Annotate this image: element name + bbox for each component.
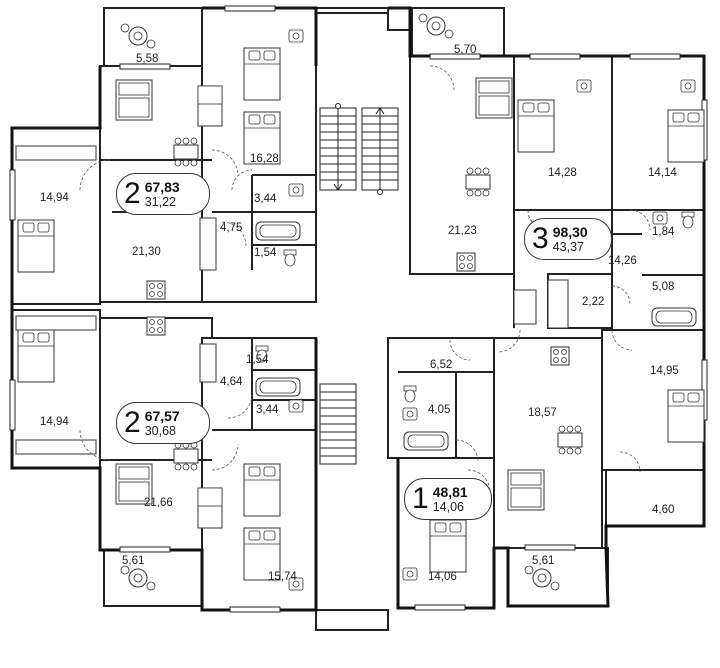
- area-bedroom-top: 16,28: [250, 153, 279, 165]
- area-balcony-top-left: 5,58: [136, 53, 159, 65]
- area-kitchen-bottom: 21,66: [144, 497, 173, 509]
- area-hall-top: 4,75: [220, 222, 243, 234]
- area-bath-top: 3,44: [254, 193, 277, 205]
- apartment-rooms: 1: [412, 482, 429, 515]
- area-bedroom-left-bottom: 14,94: [40, 416, 69, 428]
- apartment-living-area: 30,68: [144, 423, 176, 438]
- area-kitchen-apt1: 18,57: [528, 407, 557, 419]
- area-hall-bottom: 4,64: [220, 376, 243, 388]
- area-kitchen-apt3: 21,23: [448, 225, 477, 237]
- apartment-badge-3[interactable]: 3 98,30 43,37: [524, 218, 612, 260]
- apartment-living-area: 31,22: [144, 194, 176, 209]
- windows: [9, 5, 708, 613]
- area-hall-apt1: 6,52: [430, 359, 453, 371]
- area-kitchen-top: 21,30: [132, 246, 161, 258]
- apartment-total-area: 98,30: [552, 223, 588, 240]
- area-bedroom-apt3-b: 14,14: [648, 167, 677, 179]
- area-bedroom-apt3-c: 14,95: [650, 365, 679, 377]
- apartment-total-area: 67,83: [144, 178, 180, 195]
- area-balcony-top-right: 5,70: [454, 44, 477, 56]
- area-wc-apt3: 1,84: [652, 226, 675, 238]
- stairs: [319, 103, 399, 465]
- area-room-apt1: 14,06: [428, 571, 457, 583]
- area-closet-apt3: 2,22: [582, 296, 605, 308]
- area-bath-apt3: 5,08: [652, 281, 675, 293]
- apartment-badge-2-top[interactable]: 2 67,83 31,22: [116, 173, 210, 215]
- apartment-rooms: 2: [124, 406, 141, 439]
- apartment-total-area: 67,57: [144, 407, 180, 424]
- apartment-living-area: 43,37: [552, 239, 584, 254]
- area-bedroom-bottom: 15,74: [268, 571, 297, 583]
- apartment-badge-1[interactable]: 1 48,81 14,06: [404, 478, 492, 520]
- area-hall-apt3: 14,26: [608, 255, 637, 267]
- area-balcony-apt3: 4,60: [652, 504, 675, 516]
- area-wc-top: 1,54: [254, 247, 277, 259]
- area-balcony-bottom-right: 5,61: [532, 555, 555, 567]
- apartment-living-area: 14,06: [432, 499, 464, 514]
- doors: [199, 217, 569, 383]
- area-bath-apt1: 4,05: [428, 404, 451, 416]
- apartment-rooms: 2: [124, 177, 141, 210]
- apartment-total-area: 48,81: [432, 483, 468, 500]
- apartment-rooms: 3: [532, 222, 549, 255]
- radiators: [15, 145, 97, 455]
- area-wc-bottom: 1,54: [246, 354, 269, 366]
- area-balcony-bottom-left: 5,61: [122, 555, 145, 567]
- area-bedroom-apt3-a: 14,28: [548, 167, 577, 179]
- area-bedroom-left-top: 14,94: [40, 192, 69, 204]
- apartment-badge-2-bottom[interactable]: 2 67,57 30,68: [116, 402, 210, 444]
- area-bath-bottom: 3,44: [256, 404, 279, 416]
